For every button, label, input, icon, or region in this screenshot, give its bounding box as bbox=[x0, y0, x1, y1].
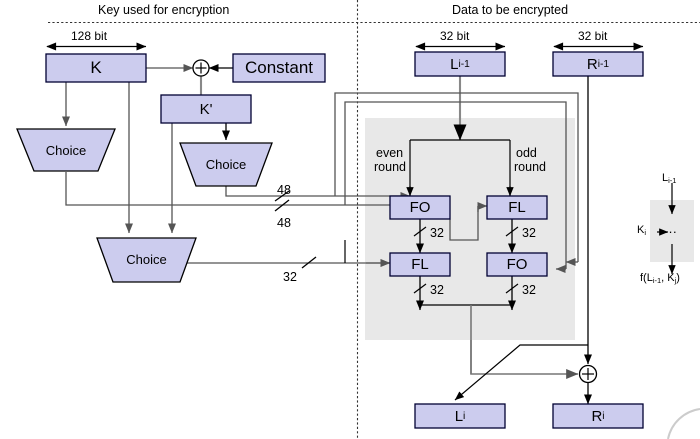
title-data-side: Data to be encrypted bbox=[452, 3, 569, 17]
label-box-constant: Constant bbox=[244, 58, 314, 77]
legend-key-label: Ki bbox=[637, 224, 646, 237]
label-fo-odd: FO bbox=[506, 256, 528, 273]
box-fo-even bbox=[389, 195, 451, 220]
l-out-sub: i bbox=[463, 410, 466, 422]
slash-fo-even bbox=[413, 226, 427, 237]
bus-label-48-lower: 48 bbox=[277, 216, 291, 230]
round-group-region bbox=[365, 118, 575, 340]
wire-fb-b bbox=[344, 101, 567, 269]
width-label-fl-even: 32 bbox=[430, 283, 444, 297]
label-choice-bottom: Choice bbox=[126, 251, 167, 267]
box-fo-odd bbox=[486, 252, 548, 277]
label-box-kprime: K' bbox=[199, 100, 213, 118]
width-label-fl-odd: 32 bbox=[522, 226, 536, 240]
legend-input-base: L bbox=[662, 172, 669, 184]
legend-output-label: f(Li-1, Kj) bbox=[640, 272, 680, 285]
wire-r-to-l-cross bbox=[454, 344, 588, 401]
box-fl-even bbox=[389, 252, 451, 277]
box-r-out bbox=[552, 403, 644, 429]
dim-label-right-data: 32 bit bbox=[578, 29, 608, 43]
corner-arc-artifact bbox=[667, 408, 700, 439]
r-out-sub: i bbox=[602, 410, 605, 422]
slash-fl-odd bbox=[505, 226, 519, 237]
shape-choice-left bbox=[16, 128, 116, 172]
slash-48-lower bbox=[274, 199, 290, 212]
slash-fo-odd bbox=[505, 283, 519, 294]
label-even-round-2: round bbox=[374, 160, 406, 174]
r-in-sub: i-1 bbox=[597, 58, 610, 70]
wire-choice-right-bus48 bbox=[225, 186, 411, 201]
legend-out-mid: , K bbox=[661, 272, 675, 284]
width-label-fo-even: 32 bbox=[430, 226, 444, 240]
legend-body-dots: ··· bbox=[664, 224, 677, 239]
slash-32-key bbox=[301, 256, 317, 269]
box-fl-odd bbox=[486, 195, 548, 220]
label-fl-even: FL bbox=[411, 256, 429, 273]
bus-label-32-key: 32 bbox=[283, 270, 297, 284]
box-l-in bbox=[414, 51, 506, 77]
legend-out-prefix: f(L bbox=[640, 272, 653, 284]
wire-choice-left-bus48 bbox=[65, 172, 411, 210]
legend-out-sub2: j bbox=[674, 276, 677, 286]
box-kprime bbox=[160, 94, 252, 124]
shape-choice-bottom bbox=[96, 237, 197, 283]
legend-out-suffix: ) bbox=[676, 272, 680, 284]
label-fl-odd: FL bbox=[508, 199, 526, 216]
shape-choice-right bbox=[179, 142, 273, 187]
box-k bbox=[45, 53, 147, 83]
slash-fl-even bbox=[413, 283, 427, 294]
legend-out-sub1: i-1 bbox=[652, 276, 662, 286]
label-odd-round-2: round bbox=[514, 160, 546, 174]
l-in-sub: i-1 bbox=[458, 58, 470, 70]
box-l-out bbox=[414, 403, 506, 429]
legend-input-label: Li-1 bbox=[662, 172, 676, 185]
legend-input-sub: i-1 bbox=[668, 176, 677, 186]
title-key-side: Key used for encryption bbox=[98, 3, 230, 17]
box-r-in bbox=[552, 51, 644, 77]
wire-cross-even-odd bbox=[449, 206, 479, 241]
label-even-round-1: even bbox=[376, 146, 404, 160]
legend-key-sub: i bbox=[644, 228, 647, 238]
l-out-base: L bbox=[454, 407, 464, 425]
slash-48-upper bbox=[274, 190, 290, 202]
wire-fb-a bbox=[334, 92, 579, 262]
label-choice-right: Choice bbox=[205, 156, 247, 172]
dim-label-key: 128 bit bbox=[71, 29, 108, 43]
dim-label-left-data: 32 bit bbox=[440, 29, 470, 43]
r-out-base: R bbox=[591, 407, 603, 425]
label-box-k: K bbox=[90, 58, 102, 77]
width-label-fo-odd: 32 bbox=[522, 283, 536, 297]
bus-label-48-upper: 48 bbox=[277, 183, 291, 197]
label-fo-even: FO bbox=[409, 199, 431, 216]
r-in-base: R bbox=[586, 55, 598, 73]
l-in-base: L bbox=[450, 55, 459, 73]
legend-key-base: K bbox=[637, 224, 645, 236]
label-choice-left: Choice bbox=[45, 142, 87, 158]
label-odd-round-1: odd bbox=[516, 146, 537, 160]
box-constant bbox=[232, 53, 326, 83]
